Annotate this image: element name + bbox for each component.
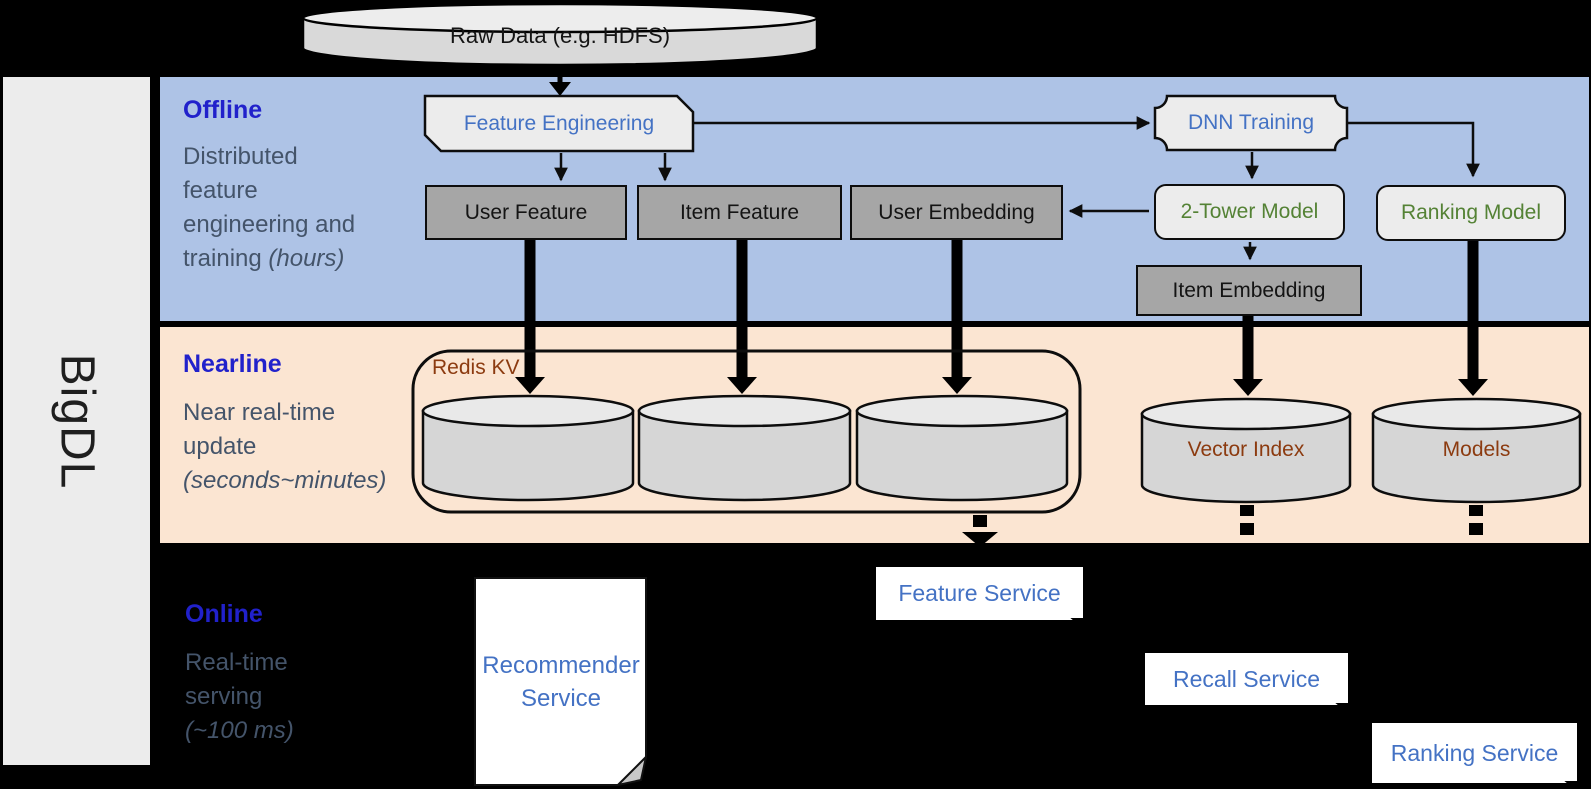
nearline-section-desc: Near real-time update (seconds~minutes) [183,396,423,498]
recommender-service-document [474,577,647,786]
dashed-arrow-to-feature-service [962,515,998,547]
feature-engineering-node: Feature Engineering [463,111,655,135]
nearline-desc-line1: Near real-time [183,399,336,426]
redis-cylinder-3 [855,394,1069,502]
offline-desc-line1: Distributed [183,143,298,170]
dotted-link-vector-index [1240,505,1254,535]
recommender-service-label: Recommender Service [482,651,640,712]
feature-engineering-shape [423,94,695,153]
two-tower-model-node: 2-Tower Model [1154,184,1345,240]
vector-index-label: Vector Index [1187,438,1305,461]
dnn-training-node: DNN Training [1187,111,1315,134]
online-section-desc: Real-time serving (~100 ms) [185,646,425,748]
online-desc-line3: (~100 ms) [185,717,294,744]
redis-kv-container [411,349,1082,514]
models-label: Models [1442,438,1511,461]
online-section-title: Online [185,600,263,628]
user-embedding-node: User Embedding [850,185,1063,240]
raw-data-label: Raw Data (e.g. HDFS) [449,23,671,48]
recall-service-node: Recall Service [1145,653,1348,705]
arrow-rawdata-to-feature-engineering [549,66,571,96]
redis-cylinder-1 [421,394,635,502]
offline-desc-line4: training (hours) [183,245,345,272]
feature-service-node: Feature Service [876,567,1083,620]
nearline-section-title: Nearline [183,350,282,378]
offline-section-desc: Distributed feature engineering and trai… [183,140,438,276]
item-embedding-node: Item Embedding [1136,265,1362,316]
ranking-service-node: Ranking Service [1372,723,1577,783]
bigdl-sidebar: BigDL [3,77,150,765]
dnn-training-shape [1153,94,1349,152]
nearline-desc-line2: update [183,433,257,460]
vector-index-cylinder [1140,397,1352,504]
thick-connectors [515,240,1488,396]
redis-cylinder-2 [637,394,852,502]
item-feature-node: Item Feature [637,185,842,240]
online-desc-line1: Real-time [185,649,288,676]
nearline-desc-line3: (seconds~minutes) [183,467,387,494]
offline-desc-line2: feature [183,177,258,204]
offline-desc-line3: engineering and [183,211,356,238]
offline-section-title: Offline [183,96,263,124]
models-cylinder [1371,397,1582,504]
online-desc-line2: serving [185,683,263,710]
user-feature-node: User Feature [425,185,627,240]
thin-connectors [554,116,1480,261]
ranking-model-node: Ranking Model [1376,185,1566,241]
dotted-link-models [1469,505,1483,535]
redis-kv-label: Redis KV [432,356,520,379]
raw-data-cylinder [301,2,819,67]
